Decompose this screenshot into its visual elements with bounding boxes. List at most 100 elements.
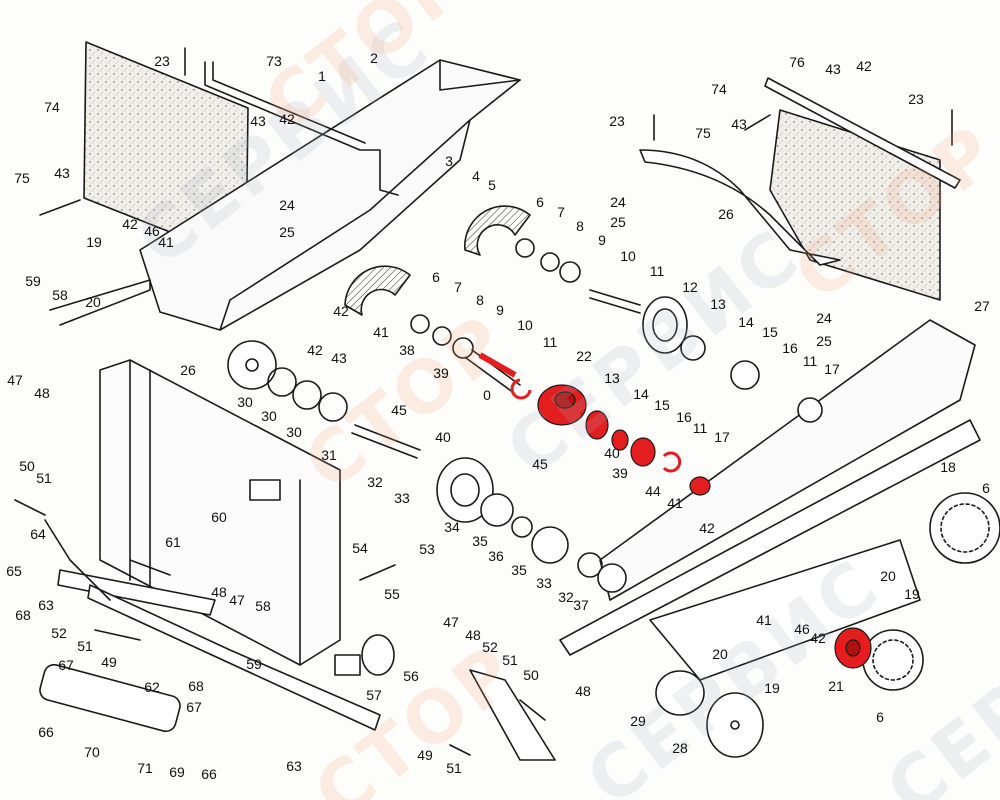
callout-28: 28 <box>672 740 688 756</box>
callout-71: 71 <box>137 760 153 776</box>
callout-59: 59 <box>246 656 262 672</box>
callout-61: 61 <box>165 534 181 550</box>
callout-49: 49 <box>101 654 117 670</box>
callout-41: 41 <box>667 495 683 511</box>
callout-50: 50 <box>19 458 35 474</box>
upper-beam <box>139 59 521 331</box>
red-ring-11 <box>510 378 532 400</box>
callout-20: 20 <box>880 568 896 584</box>
callout-73: 73 <box>266 53 282 69</box>
callout-19: 19 <box>904 586 920 602</box>
callout-19: 19 <box>764 680 780 696</box>
callout-13: 13 <box>604 370 620 386</box>
red-cap-17 <box>689 476 711 496</box>
callout-26: 26 <box>718 206 734 222</box>
callout-51: 51 <box>502 652 518 668</box>
callout-6: 6 <box>536 194 544 210</box>
callout-45: 45 <box>391 402 407 418</box>
callout-12: 12 <box>682 279 698 295</box>
callout-27: 27 <box>974 298 990 314</box>
callout-38: 38 <box>399 342 415 358</box>
callout-62: 62 <box>144 679 160 695</box>
callout-10: 10 <box>620 248 636 264</box>
callout-51: 51 <box>446 760 462 776</box>
hydraulic-cylinder-70 <box>39 663 181 733</box>
top-bar-right <box>764 77 961 189</box>
callout-42: 42 <box>279 111 295 127</box>
callout-33: 33 <box>536 575 552 591</box>
callout-69: 69 <box>169 764 185 780</box>
callout-35: 35 <box>472 533 488 549</box>
disc-28-bottom <box>706 692 764 758</box>
callout-55: 55 <box>384 586 400 602</box>
hub-12 <box>642 296 688 354</box>
mud-plate-right <box>769 109 941 301</box>
callout-31: 31 <box>321 447 337 463</box>
callout-17: 17 <box>824 361 840 377</box>
callout-66: 66 <box>201 766 217 782</box>
red-spacer-13 <box>585 410 609 440</box>
sprocket-6-mid <box>344 265 411 316</box>
callout-5: 5 <box>488 177 496 193</box>
right-beam <box>559 419 981 656</box>
callout-26: 26 <box>180 362 196 378</box>
callout-42: 42 <box>307 342 323 358</box>
callout-6: 6 <box>982 480 990 496</box>
callout-34: 34 <box>444 519 460 535</box>
callout-45: 45 <box>532 456 548 472</box>
callout-24: 24 <box>279 197 295 213</box>
callout-59: 59 <box>25 273 41 289</box>
callout-16: 16 <box>676 409 692 425</box>
callout-67: 67 <box>58 657 74 673</box>
callout-20: 20 <box>85 294 101 310</box>
callout-75: 75 <box>14 170 30 186</box>
callout-3: 3 <box>445 153 453 169</box>
callout-51: 51 <box>36 470 52 486</box>
callout-15: 15 <box>762 324 778 340</box>
callout-76: 76 <box>789 54 805 70</box>
callout-64: 64 <box>30 526 46 542</box>
callout-15: 15 <box>654 397 670 413</box>
callout-68: 68 <box>188 678 204 694</box>
callout-50: 50 <box>523 667 539 683</box>
callout-58: 58 <box>52 287 68 303</box>
callout-75: 75 <box>695 125 711 141</box>
callout-40: 40 <box>435 429 451 445</box>
callout-20: 20 <box>712 646 728 662</box>
callout-14: 14 <box>738 314 754 330</box>
callout-68: 68 <box>15 607 31 623</box>
callout-43: 43 <box>54 165 70 181</box>
callout-32: 32 <box>367 474 383 490</box>
callout-43: 43 <box>250 113 266 129</box>
callout-32: 32 <box>558 589 574 605</box>
callout-53: 53 <box>419 541 435 557</box>
callout-48: 48 <box>211 584 227 600</box>
callout-39: 39 <box>612 465 628 481</box>
callout-23: 23 <box>908 91 924 107</box>
callout-10: 10 <box>517 317 533 333</box>
callout-42: 42 <box>699 520 715 536</box>
lower-link-62 <box>57 569 216 616</box>
callout-70: 70 <box>84 744 100 760</box>
callout-11: 11 <box>649 263 665 279</box>
red-shaft-10 <box>478 352 517 378</box>
callout-58: 58 <box>255 598 271 614</box>
callout-9: 9 <box>598 232 606 248</box>
callout-24: 24 <box>610 194 626 210</box>
callout-48: 48 <box>34 385 50 401</box>
callout-2: 2 <box>370 50 378 66</box>
lower-right-plate <box>649 539 921 681</box>
highlighted-parts <box>478 352 872 669</box>
callout-0: 0 <box>483 387 491 403</box>
callout-47: 47 <box>443 614 459 630</box>
callout-13: 13 <box>710 296 726 312</box>
handle-tube <box>204 61 399 196</box>
callout-54: 54 <box>352 540 368 556</box>
callout-6: 6 <box>432 269 440 285</box>
red-spacer-14 <box>611 429 629 451</box>
callout-65: 65 <box>6 563 22 579</box>
callout-41: 41 <box>158 234 174 250</box>
callout-8: 8 <box>576 218 584 234</box>
